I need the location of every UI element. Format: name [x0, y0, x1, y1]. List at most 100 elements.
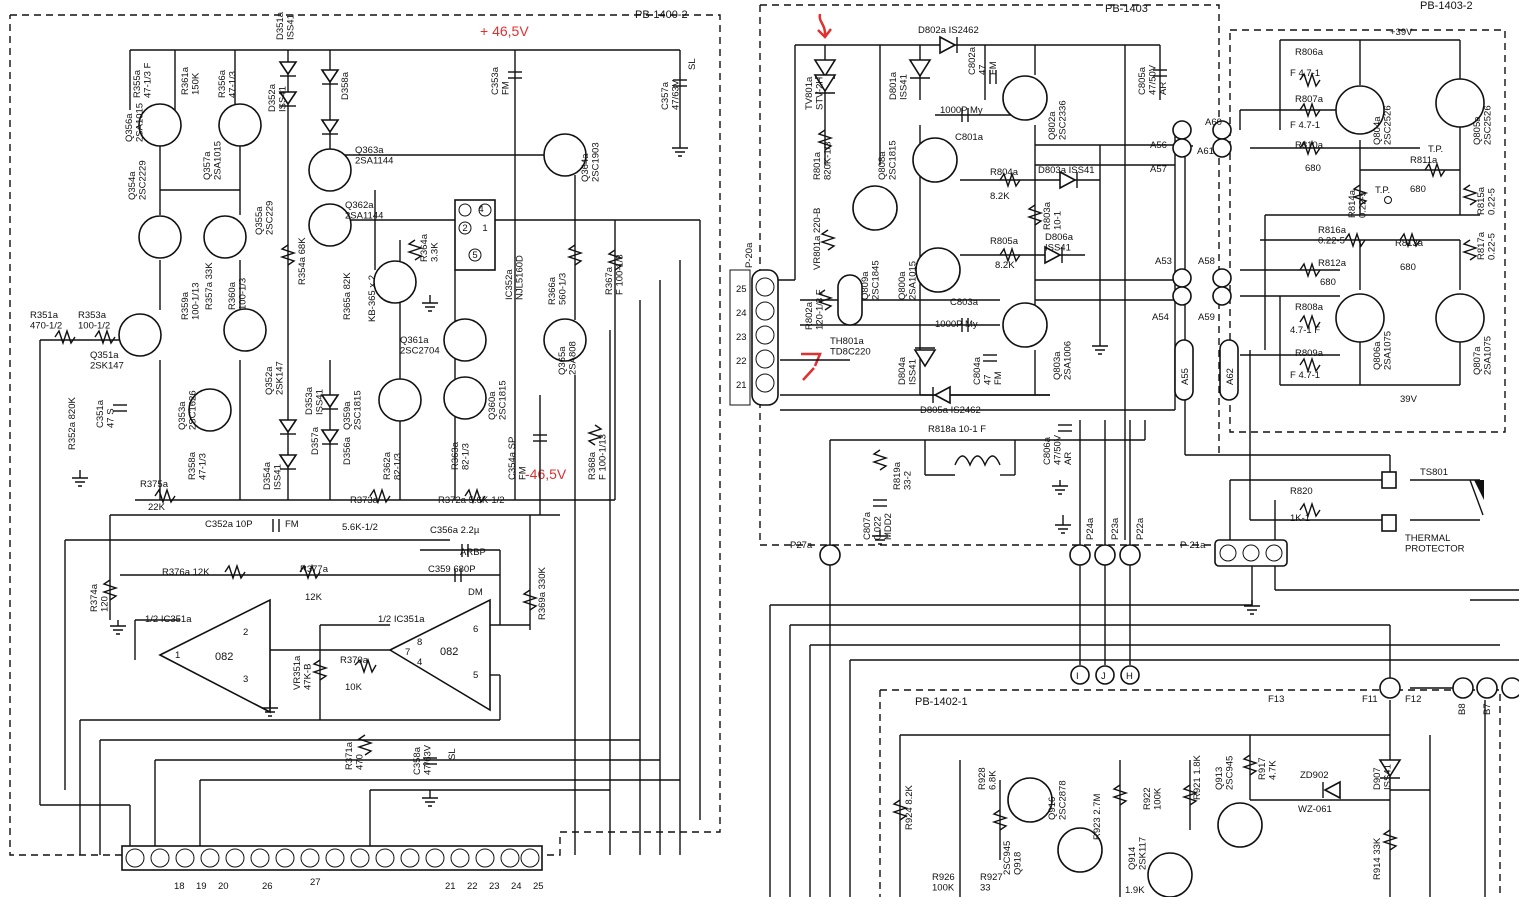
- label-q364: Q364a2SC1903: [580, 142, 601, 182]
- label-c356: C356a 2.2µ: [430, 525, 480, 536]
- ic352-block: [454, 199, 496, 271]
- label-ic352: IC352aNJL5160D: [504, 255, 525, 300]
- label-d352: D352aISS41: [267, 83, 288, 112]
- opamp-left-pin-3: 3: [243, 674, 248, 685]
- label-d358: D358a: [340, 71, 351, 100]
- label-q914: Q9142SK117: [1127, 837, 1148, 870]
- label-c801: C801a: [955, 132, 984, 143]
- opamp-left-pin-1: 1: [175, 650, 180, 661]
- label-tv801: TV801aSTV-2H: [804, 76, 825, 110]
- label-q802: Q802a2SC2336: [1047, 100, 1068, 140]
- label-r377v: 12K: [305, 592, 323, 603]
- label-r924: R924 8.2K: [904, 784, 915, 830]
- label-rail-pos: +39V: [1390, 27, 1413, 38]
- label-d805: D805a IS2462: [920, 405, 981, 416]
- label-c358: C358a47/63V: [412, 744, 433, 775]
- label-d354: D354aISS41: [262, 461, 283, 490]
- board-label-middle: PB-1403: [1105, 3, 1148, 15]
- offpage-j: J: [1101, 671, 1106, 682]
- label-r817: R817a0.22-5: [1476, 231, 1497, 260]
- label-r811: R811a: [1410, 155, 1438, 166]
- right-board-transistors: [1335, 78, 1485, 343]
- label-wz061: WZ-061: [1298, 804, 1332, 815]
- right-board-wiring: [1239, 39, 1480, 386]
- label-q352: Q352a2SK147: [264, 361, 285, 395]
- conn-pin-18: 18: [174, 881, 185, 892]
- opamp-right-pin-4: 4: [417, 657, 422, 668]
- label-q360: Q360a2SC1815: [487, 380, 508, 420]
- label-r917: R9174.7K: [1257, 757, 1278, 780]
- board-outlines: [9, 4, 1506, 897]
- label-p21: P-21a: [1180, 540, 1206, 551]
- label-r363: R363a82-1/3: [450, 441, 471, 470]
- label-q918: 2SC945Q918: [1002, 841, 1023, 875]
- label-ts801: TS801: [1420, 467, 1448, 478]
- p20-pin-24: 24: [736, 308, 747, 319]
- label-r804: R804a: [990, 167, 1019, 178]
- annotation-positive-rail: + 46,5V: [480, 23, 529, 39]
- label-r357: R357a 33K: [204, 262, 215, 310]
- label-p24: P24a: [1085, 517, 1096, 540]
- label-r813v: 680: [1400, 262, 1416, 273]
- label-r914: R914 33K: [1372, 837, 1383, 880]
- label-c352: C352a 10P: [205, 519, 253, 530]
- label-q916: Q9162SC2878: [1047, 780, 1068, 820]
- opamp-right-pin-7: 7: [405, 647, 410, 658]
- label-r362: R362a82-1/3: [382, 451, 403, 480]
- label-b7: B7: [1482, 703, 1493, 715]
- middle-board-transistors: [852, 75, 1048, 348]
- label-q359: Q359a2SC1815: [342, 390, 363, 430]
- opamp-right-label: 082: [440, 646, 458, 658]
- label-a59: A59: [1198, 312, 1215, 323]
- label-c802: C802a47FM: [967, 46, 999, 75]
- board-label-right: PB-1403-2: [1420, 0, 1473, 12]
- label-d801: D801aISS41: [888, 71, 909, 100]
- label-vr351: VR351a47K-B: [292, 655, 313, 690]
- label-c804: C804a47FM: [972, 356, 1004, 385]
- label-c801v: 1000P My: [940, 105, 983, 116]
- label-r819: R819a33-2: [892, 461, 913, 490]
- label-r375: R375a: [140, 479, 169, 490]
- bottom-board-labels: R924 8.2K R9286.8K 2SC945Q918 Q9162SC287…: [904, 694, 1493, 896]
- p20-pin-23: 23: [736, 332, 747, 343]
- label-c803v: 1000P My: [935, 319, 978, 330]
- p20-pin-22: 22: [736, 356, 747, 367]
- label-q800: Q800a2SA1015: [897, 261, 918, 300]
- label-r375v: 22K: [148, 502, 166, 513]
- label-r359: R359a100-1/13: [180, 282, 201, 320]
- label-r802: R802a120-1/3 F: [804, 289, 825, 330]
- label-tp-2: T.P.: [1375, 185, 1390, 196]
- label-a56: A56: [1150, 140, 1167, 151]
- label-r806: R806a: [1295, 47, 1324, 58]
- label-r806v: F 4.7-1: [1290, 68, 1320, 79]
- offpage-h: H: [1126, 671, 1133, 682]
- label-r376: R376a 12K: [162, 567, 210, 578]
- label-r928: R9286.8K: [977, 767, 998, 790]
- label-r813: R813a: [1395, 238, 1424, 249]
- bottom-board-components: [891, 677, 1519, 897]
- label-q803: Q803a2SA1006: [1052, 341, 1073, 380]
- label-d907: D907ISS41: [1372, 764, 1393, 790]
- label-r923: R923 2.7M: [1092, 793, 1103, 840]
- label-r809: R809a: [1295, 348, 1324, 359]
- label-r804v: 8.2K: [990, 191, 1010, 202]
- middle-board-passives: [816, 69, 1167, 507]
- conn-pin-23: 23: [489, 881, 500, 892]
- label-c806: C806a47/50VAR: [1042, 434, 1074, 465]
- middle-board-diodes: [813, 35, 1078, 405]
- p20-connector: [729, 269, 779, 406]
- label-d802: D802a IS2462: [918, 25, 979, 36]
- label-c359b: DM: [468, 587, 483, 598]
- label-ic351-right: 1/2 IC351a: [378, 614, 425, 625]
- right-board-resistors: [1299, 71, 1479, 519]
- label-ic351-left: 1/2 IC351a: [145, 614, 192, 625]
- label-f12: F12: [1405, 694, 1421, 705]
- label-b8: B8: [1457, 703, 1468, 715]
- left-board-resistors: [54, 239, 624, 756]
